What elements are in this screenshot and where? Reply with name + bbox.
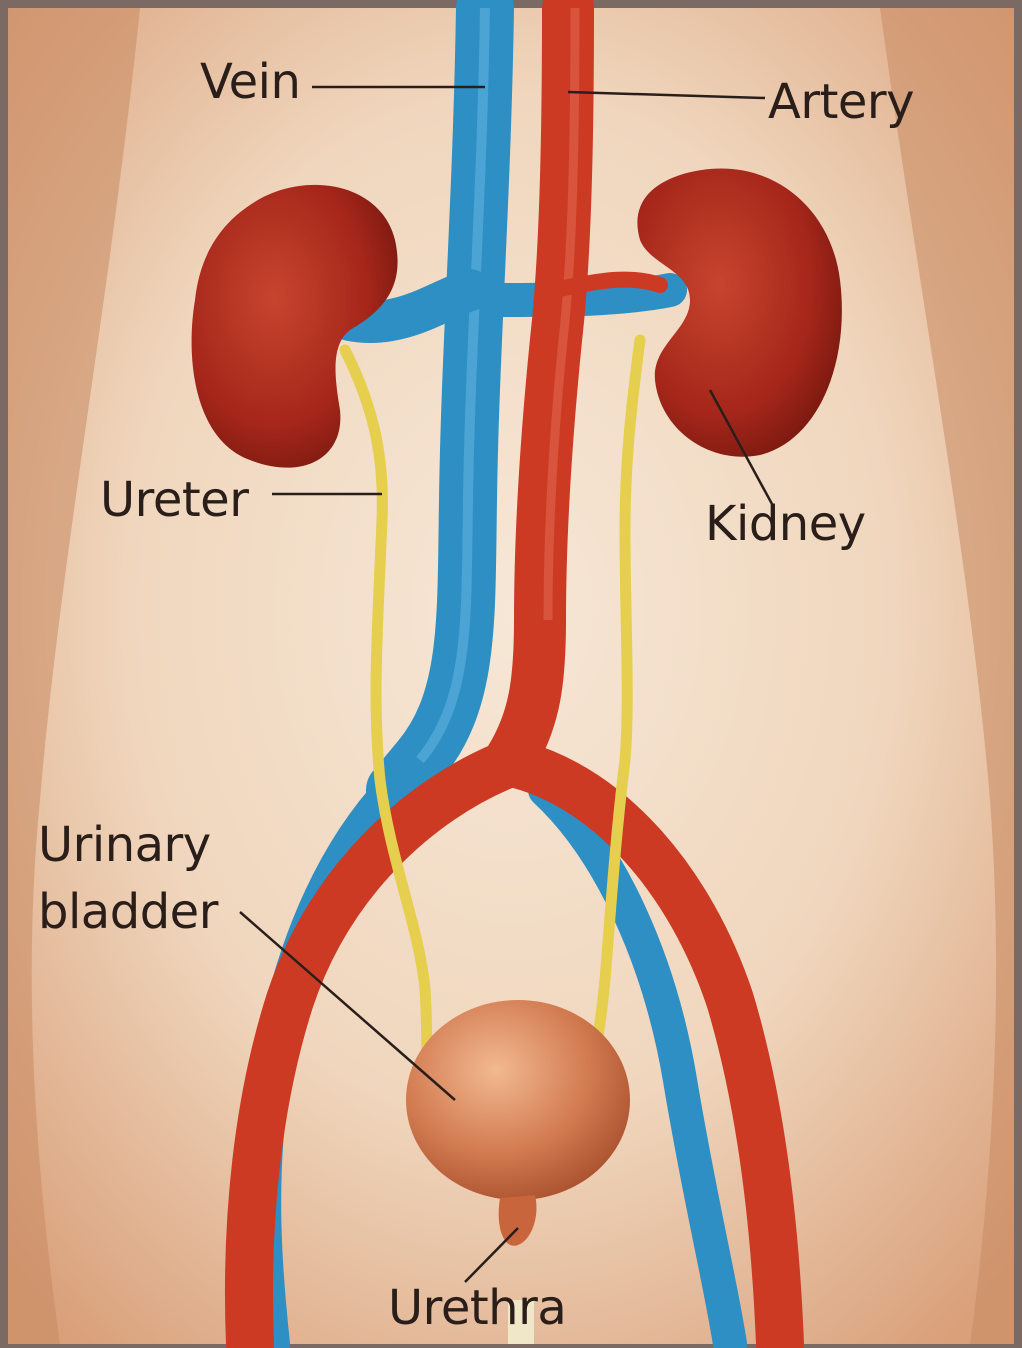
label-ureter: Ureter bbox=[100, 476, 248, 524]
label-urethra: Urethra bbox=[388, 1284, 566, 1332]
label-vein: Vein bbox=[200, 58, 300, 106]
label-urinary-bladder: Urinary bladder bbox=[38, 812, 218, 946]
label-urinary-bladder-line1: Urinary bbox=[38, 812, 218, 879]
label-artery: Artery bbox=[768, 78, 914, 126]
right-renal-artery bbox=[555, 280, 660, 290]
urinary-bladder bbox=[406, 1000, 630, 1200]
label-urinary-bladder-line2: bladder bbox=[38, 879, 218, 946]
label-kidney: Kidney bbox=[705, 500, 866, 548]
